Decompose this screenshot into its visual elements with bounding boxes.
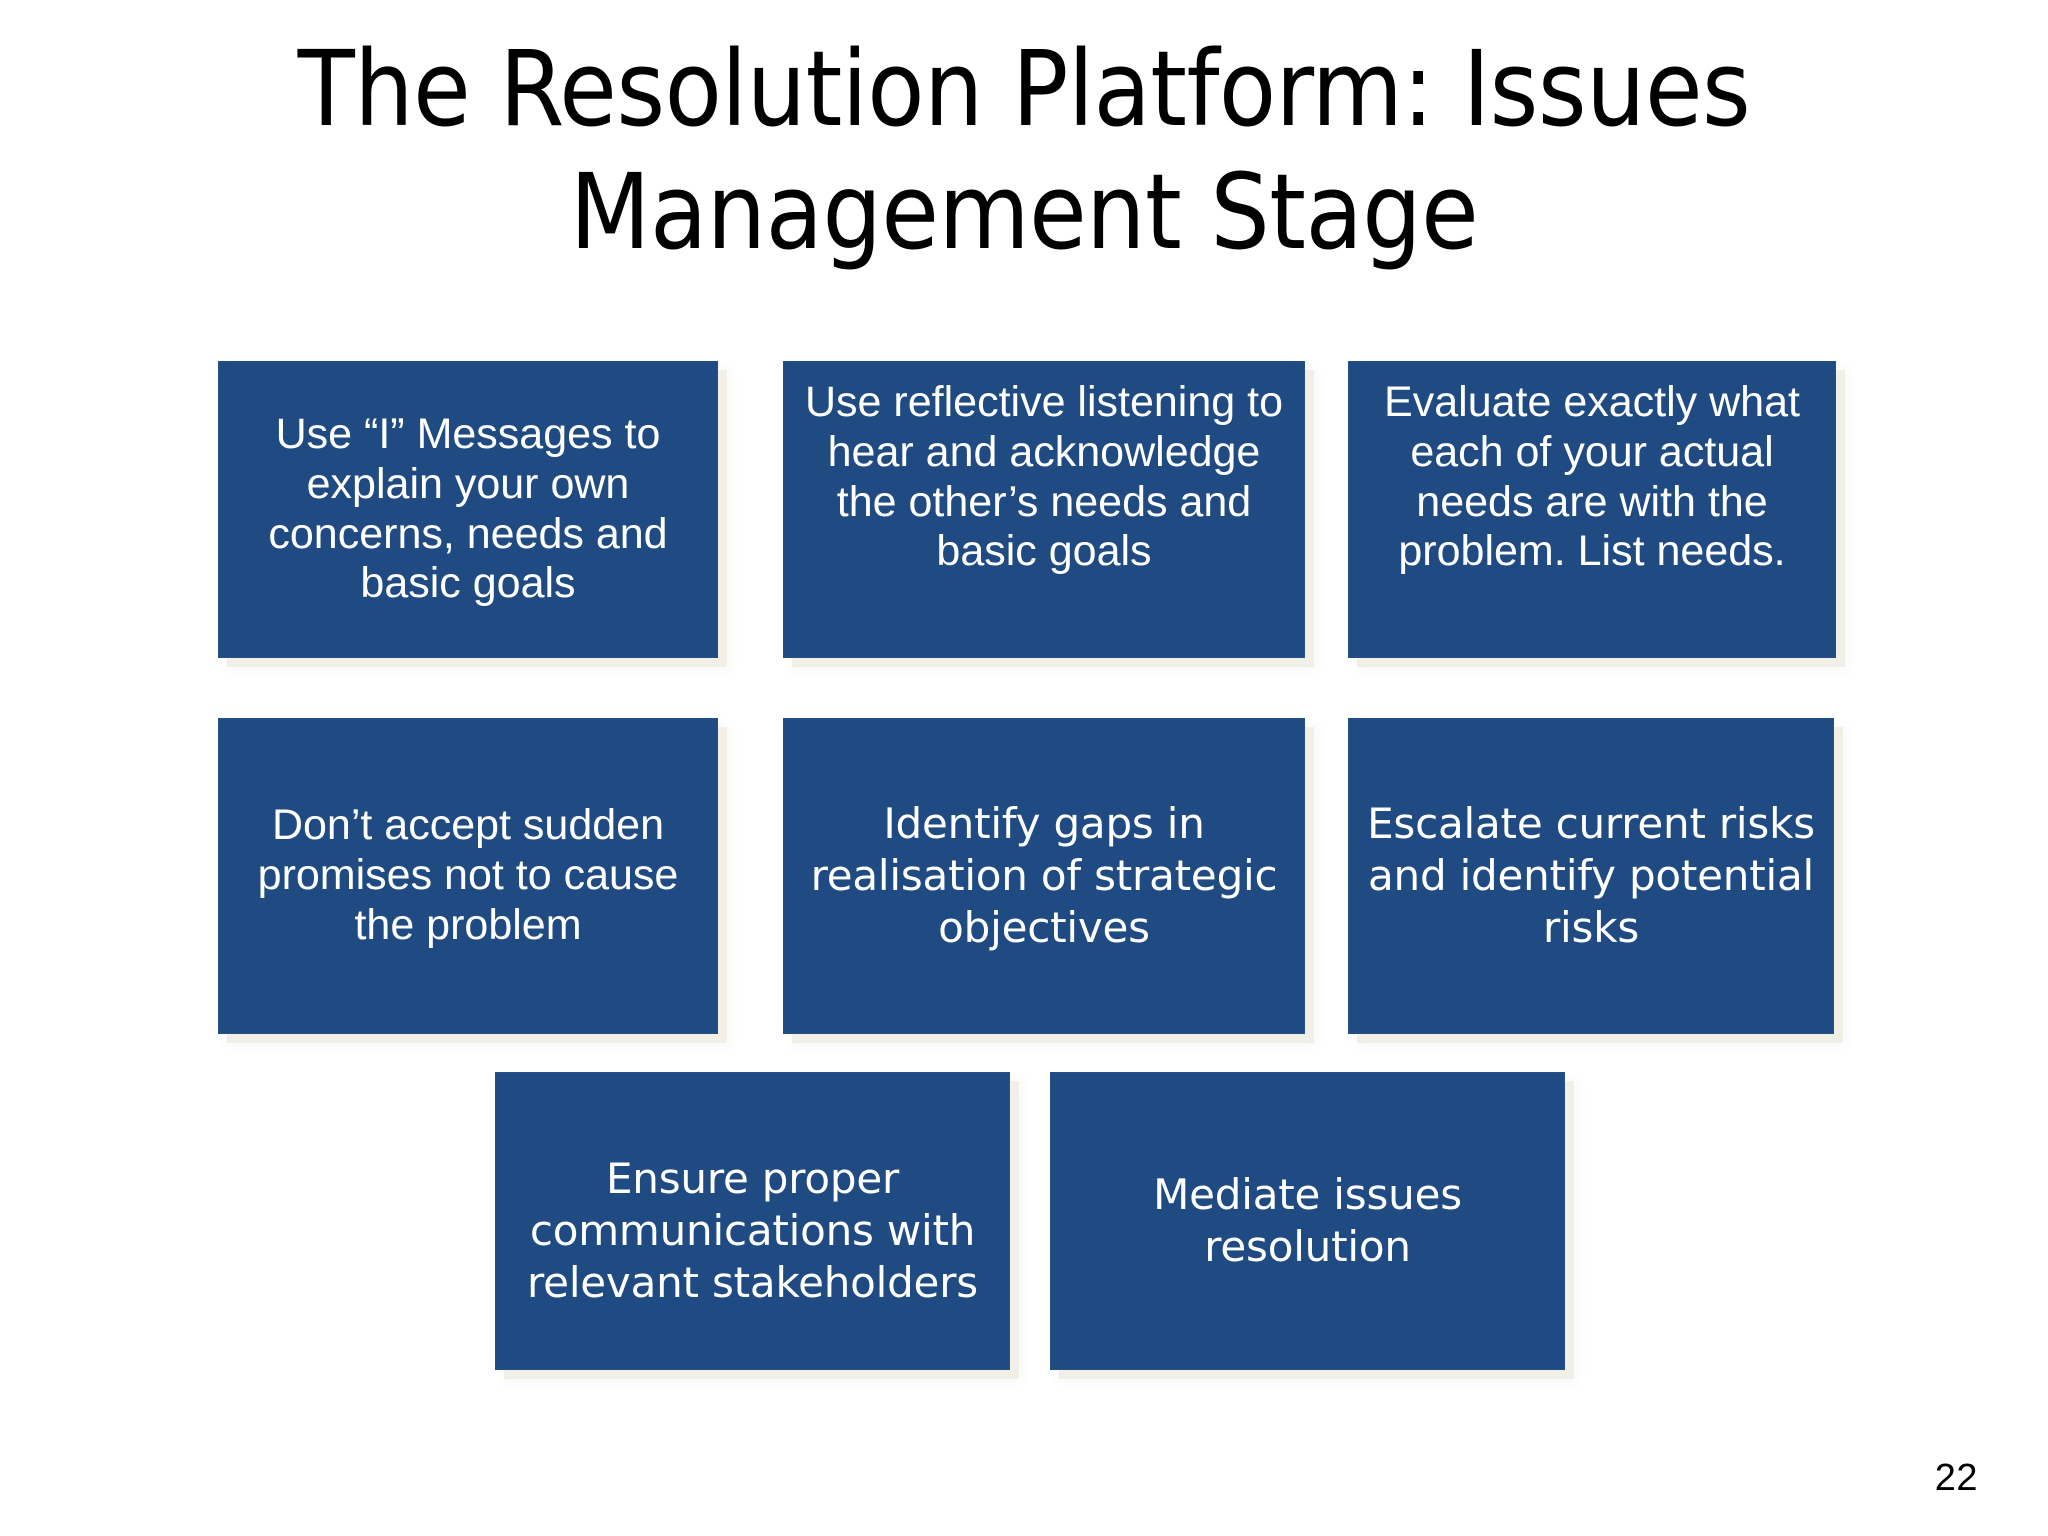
content-box-text: Identify gaps in realisation of strategi… — [810, 798, 1278, 953]
content-box-escalate-current-risks[interactable]: Escalate current risks and identify pote… — [1348, 718, 1834, 1034]
page-number: 22 — [1934, 1457, 1978, 1499]
content-box-text: Use “I” Messages to explain your own con… — [268, 409, 668, 608]
content-box-use-i-messages[interactable]: Use “I” Messages to explain your own con… — [218, 361, 718, 658]
content-box-text: Use reflective listening to hear and ack… — [805, 377, 1283, 576]
content-box-ensure-proper-communications[interactable]: Ensure proper communications with releva… — [495, 1072, 1010, 1370]
content-box-text: Evaluate exactly what each of your actua… — [1384, 377, 1800, 576]
content-box-evaluate-actual-needs[interactable]: Evaluate exactly what each of your actua… — [1348, 361, 1836, 658]
content-box-use-reflective-listening[interactable]: Use reflective listening to hear and ack… — [783, 361, 1305, 658]
page-title: The Resolution Platform: Issues Manageme… — [297, 28, 1751, 273]
content-box-identify-gaps[interactable]: Identify gaps in realisation of strategi… — [783, 718, 1305, 1034]
content-box-dont-accept-sudden-promises[interactable]: Don’t accept sudden promises not to caus… — [218, 718, 718, 1034]
content-box-text: Escalate current risks and identify pote… — [1367, 798, 1815, 953]
content-box-text: Ensure proper communications with releva… — [527, 1153, 978, 1308]
content-box-mediate-issues-resolution[interactable]: Mediate issues resolution — [1050, 1072, 1565, 1370]
content-box-text: Mediate issues resolution — [1153, 1169, 1462, 1271]
content-box-text: Don’t accept sudden promises not to caus… — [257, 801, 679, 949]
